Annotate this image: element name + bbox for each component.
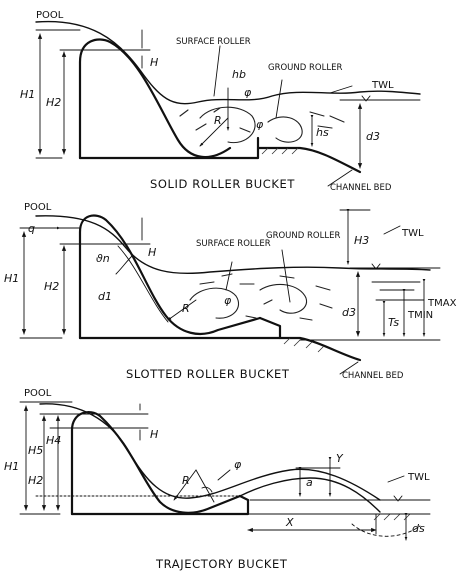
d3-label: d3 (366, 130, 380, 143)
h5-label: H5 (28, 444, 43, 457)
caption-trajectory-bucket: TRAJECTORY BUCKET (155, 557, 288, 571)
pool-label: POOL (24, 202, 52, 213)
x-label: X (285, 516, 294, 529)
theta-label: ϑn (96, 252, 110, 265)
roller-flow-lines (189, 273, 333, 321)
bucket-floor (78, 316, 282, 340)
caption-solid-roller-bucket: SOLID ROLLER BUCKET (150, 177, 295, 191)
h4-label: H4 (46, 434, 61, 447)
h1-label: H1 (4, 460, 19, 473)
phi-label: φ (234, 458, 242, 471)
jet-upper-surface (39, 403, 381, 501)
q-label: q (28, 222, 35, 235)
h1-label: H1 (20, 88, 35, 101)
twl-label: TWL (401, 228, 424, 239)
surface-roller-label: SURFACE ROLLER (196, 239, 271, 249)
h1-label: H1 (4, 272, 19, 285)
roller-flow-lines (179, 106, 345, 144)
panel-slotted-roller-bucket: POOL q H1 H2 H ϑn d1 SURFACE ROLLER GROU… (4, 202, 457, 381)
h-label: H (148, 246, 156, 259)
twl-label: TWL (371, 80, 394, 91)
ground-roller-label: GROUND ROLLER (268, 63, 342, 73)
r-label: R (182, 474, 190, 487)
pool-label: POOL (24, 388, 52, 399)
phi-label: φ (224, 294, 232, 307)
spillway-crest-structure (78, 38, 232, 160)
surface-roller-label: SURFACE ROLLER (176, 37, 251, 47)
y-label: Y (336, 452, 344, 465)
tmax-label: TMAX (427, 298, 457, 309)
h2-label: H2 (28, 474, 43, 487)
r-label: R (214, 114, 222, 127)
tmin-label: TMIN (407, 310, 433, 321)
r-label: R (182, 302, 190, 315)
panel-trajectory-bucket: POOL H1 H5 H4 H2 H R φ a Y X TWL ds TRAJ… (4, 388, 431, 571)
bed-hatching (283, 337, 325, 353)
ts-label: Ts (388, 316, 399, 329)
hs-label: hs (316, 126, 329, 139)
channel-bed-line (278, 336, 362, 362)
bed-hatching (261, 147, 299, 155)
d1-label: d1 (98, 290, 112, 303)
spillway-crest-structure (78, 214, 262, 340)
bucket-floor (78, 136, 260, 160)
panel-solid-roller-bucket: POOL H1 H2 H SURFACE ROLLER GROUND ROLLE… (20, 10, 421, 193)
channel-bed-line (256, 146, 362, 174)
water-surface-upper (35, 20, 421, 105)
jet-lower-surface (239, 477, 381, 513)
bed-hatching (373, 513, 411, 521)
h2-label: H2 (44, 280, 59, 293)
phi-top-label: φ (244, 86, 252, 99)
channel-bed-label: CHANNEL BED (330, 183, 392, 193)
ground-roller-label: GROUND ROLLER (266, 231, 340, 241)
phi-mid-label: φ (256, 118, 264, 131)
a-label: a (306, 476, 313, 489)
d3-label: d3 (342, 306, 356, 319)
pool-label: POOL (36, 10, 64, 21)
h2-label: H2 (46, 96, 61, 109)
caption-slotted-roller-bucket: SLOTTED ROLLER BUCKET (126, 367, 290, 381)
channel-bed-label: CHANNEL BED (342, 371, 404, 381)
h3-label: H3 (354, 234, 369, 247)
water-surface-upper (35, 215, 431, 275)
twl-label: TWL (407, 472, 430, 483)
bucket-floor (70, 494, 250, 516)
h-label: H (150, 428, 158, 441)
hb-label: hb (232, 68, 246, 81)
ds-label: ds (412, 522, 425, 535)
h-label: H (150, 56, 158, 69)
